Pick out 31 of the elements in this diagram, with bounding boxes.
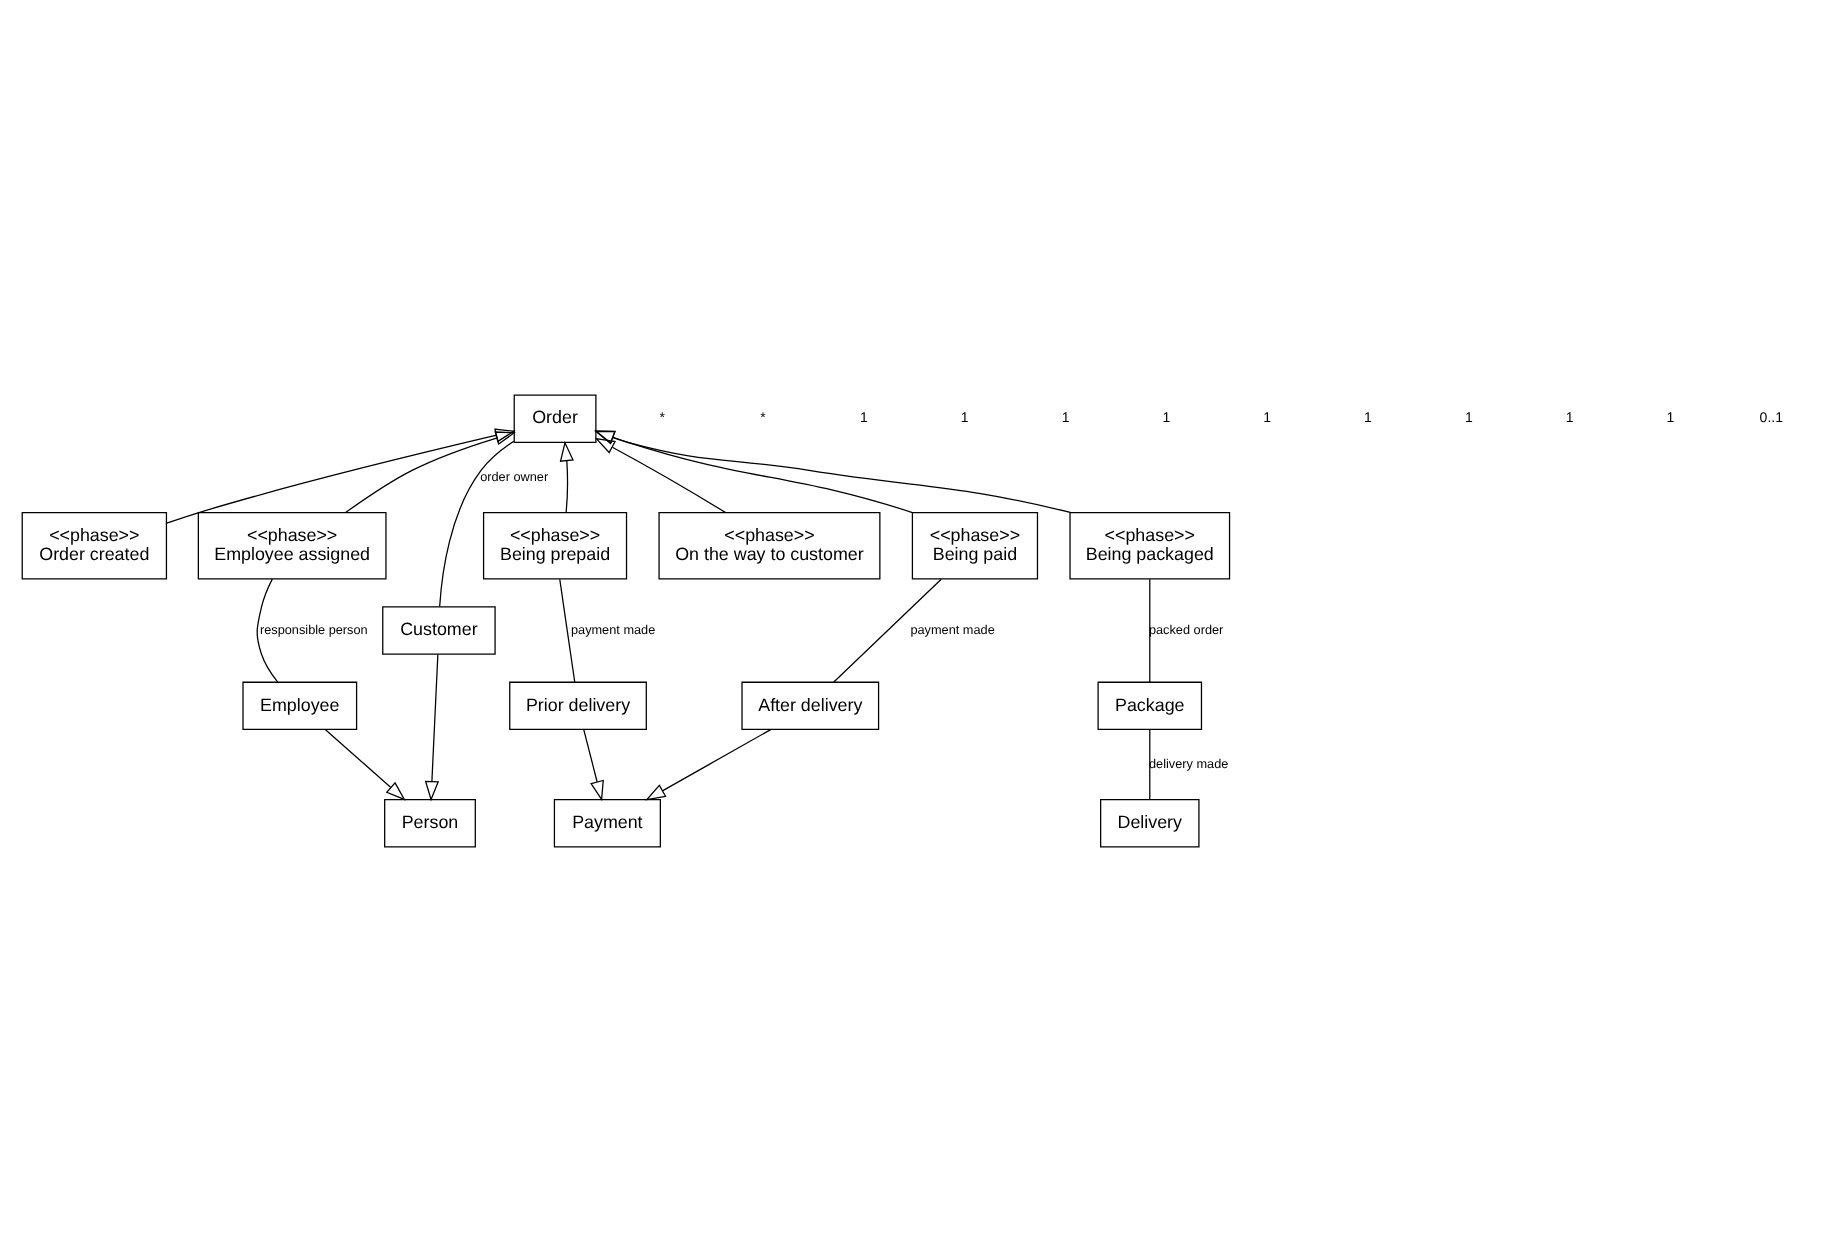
node-box: <<phase>> Being packaged bbox=[1069, 511, 1231, 580]
connector bbox=[439, 440, 515, 608]
node-box: Delivery bbox=[1100, 799, 1200, 848]
connector bbox=[1149, 729, 1151, 800]
node-box: <<phase>> Employee assigned bbox=[197, 511, 387, 580]
node-box: Employee bbox=[242, 681, 358, 731]
node-box: Package bbox=[1097, 681, 1203, 731]
arrow bbox=[594, 430, 1071, 514]
arrow bbox=[559, 440, 574, 513]
node-box: <<phase>> Being prepaid bbox=[482, 511, 628, 580]
node-box: Customer bbox=[382, 606, 496, 655]
connector bbox=[1149, 578, 1151, 683]
node-box: <<phase>> Order created bbox=[21, 511, 168, 580]
arrow bbox=[424, 653, 440, 802]
node-box: After delivery bbox=[741, 681, 880, 731]
node-box: Person bbox=[384, 799, 476, 848]
node-box: Payment bbox=[553, 799, 661, 848]
connector bbox=[256, 578, 279, 683]
node-box: Prior delivery bbox=[509, 681, 647, 731]
node-box: <<phase>> On the way to customer bbox=[658, 511, 881, 580]
node-box: <<phase>> Being paid bbox=[911, 511, 1039, 580]
arrow bbox=[583, 729, 604, 802]
connector bbox=[559, 578, 576, 683]
arrow bbox=[594, 430, 914, 514]
node-box: Order bbox=[513, 394, 597, 443]
arrow bbox=[324, 729, 406, 801]
arrow bbox=[344, 431, 516, 514]
arrow bbox=[594, 437, 726, 513]
connector bbox=[833, 578, 942, 683]
arrow bbox=[645, 728, 772, 801]
arrow bbox=[166, 428, 516, 524]
